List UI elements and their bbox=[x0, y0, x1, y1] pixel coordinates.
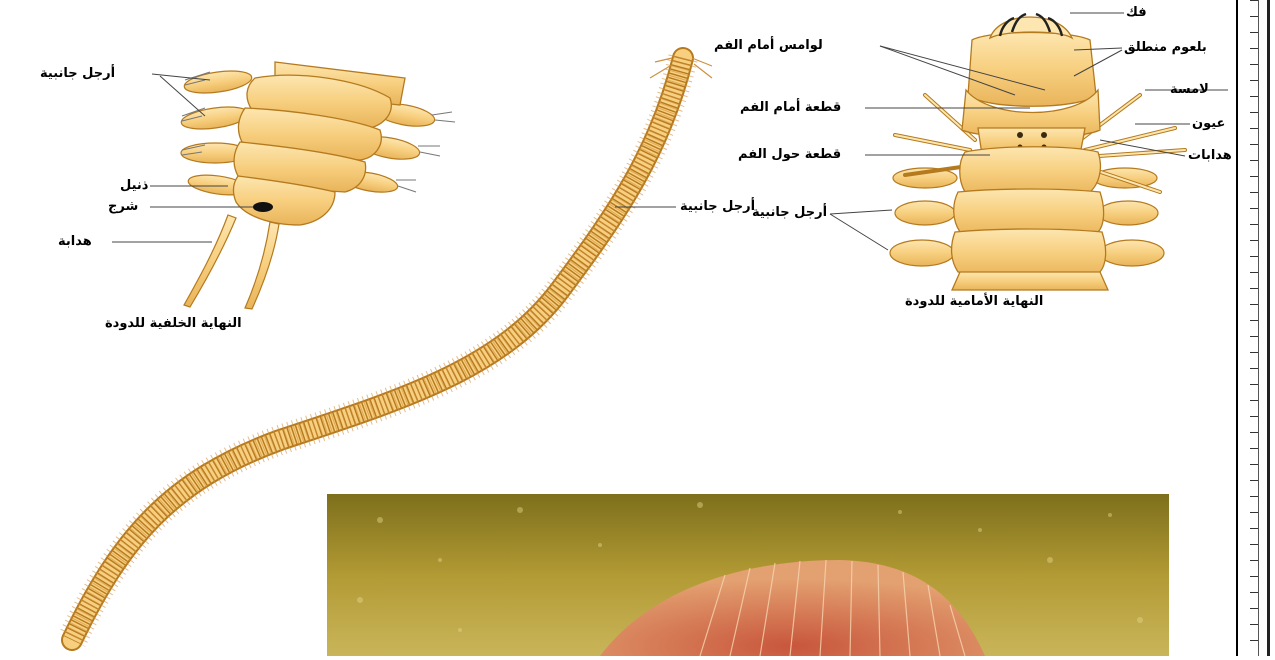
ruler-tick bbox=[1250, 448, 1258, 449]
ruler-tick bbox=[1250, 480, 1258, 481]
label-cirrus: هدابة bbox=[58, 234, 92, 250]
ruler-tick bbox=[1250, 288, 1258, 289]
label-parapodia-anterior: أرجل جانبية bbox=[752, 205, 827, 221]
label-prostomium: قطعة أمام الفم bbox=[740, 100, 841, 116]
label-palps: لامسة bbox=[1170, 82, 1209, 98]
ruler-tick bbox=[1250, 240, 1258, 241]
page-ruler bbox=[1236, 0, 1259, 656]
ruler-tick bbox=[1250, 512, 1258, 513]
ruler-tick bbox=[1250, 320, 1258, 321]
ruler-tick bbox=[1250, 208, 1258, 209]
ruler-tick bbox=[1250, 160, 1258, 161]
caption-posterior: النهاية الخلفية للدودة bbox=[105, 316, 242, 332]
ruler-tick bbox=[1250, 528, 1258, 529]
ruler-tick bbox=[1250, 400, 1258, 401]
ruler-tick bbox=[1250, 576, 1258, 577]
label-eyes: عيون bbox=[1192, 116, 1225, 132]
ruler-tick bbox=[1250, 384, 1258, 385]
ruler-tick bbox=[1250, 256, 1258, 257]
page-edge bbox=[1267, 0, 1270, 656]
ruler-tick bbox=[1250, 336, 1258, 337]
label-pharynx: بلعوم منطلق bbox=[1124, 40, 1207, 56]
ruler-tick bbox=[1250, 80, 1258, 81]
ruler-tick bbox=[1250, 608, 1258, 609]
posterior-end-illustration bbox=[112, 62, 455, 309]
ruler-tick bbox=[1250, 192, 1258, 193]
caption-anterior: النهاية الأمامية للدودة bbox=[905, 294, 1043, 310]
ruler-tick bbox=[1250, 96, 1258, 97]
ruler-tick bbox=[1250, 352, 1258, 353]
ruler-tick bbox=[1250, 592, 1258, 593]
ruler-tick bbox=[1250, 304, 1258, 305]
label-jaw: فك bbox=[1126, 5, 1147, 21]
ruler-tick bbox=[1250, 32, 1258, 33]
ruler-tick bbox=[1250, 560, 1258, 561]
label-cirri: هدابات bbox=[1188, 148, 1232, 164]
label-pygidium: ذنيل bbox=[120, 178, 148, 194]
ruler-tick bbox=[1250, 144, 1258, 145]
ruler-tick bbox=[1250, 0, 1258, 1]
label-peristomium: قطعة حول الفم bbox=[738, 147, 841, 163]
ruler-tick bbox=[1250, 272, 1258, 273]
ruler-tick bbox=[1250, 464, 1258, 465]
ruler-tick bbox=[1250, 624, 1258, 625]
ruler-tick bbox=[1250, 112, 1258, 113]
ruler-tick bbox=[1250, 416, 1258, 417]
ruler-tick bbox=[1250, 496, 1258, 497]
label-parapodia-posterior: أرجل جانبية bbox=[40, 66, 115, 82]
ruler-tick bbox=[1250, 432, 1258, 433]
label-tentacles: لوامس أمام الفم bbox=[714, 38, 823, 54]
ruler-tick bbox=[1250, 544, 1258, 545]
ruler-tick bbox=[1250, 128, 1258, 129]
ruler-tick bbox=[1250, 16, 1258, 17]
worm-photograph bbox=[327, 494, 1169, 656]
ruler-tick bbox=[1250, 176, 1258, 177]
anus-mark bbox=[253, 202, 273, 212]
ruler-tick bbox=[1250, 48, 1258, 49]
ruler-tick bbox=[1250, 368, 1258, 369]
ruler-tick bbox=[1250, 64, 1258, 65]
ruler-tick bbox=[1250, 224, 1258, 225]
label-parapodia-whole-worm: أرجل جانبية bbox=[680, 199, 755, 215]
label-anus: شرج bbox=[108, 199, 138, 215]
ruler-tick bbox=[1250, 640, 1258, 641]
